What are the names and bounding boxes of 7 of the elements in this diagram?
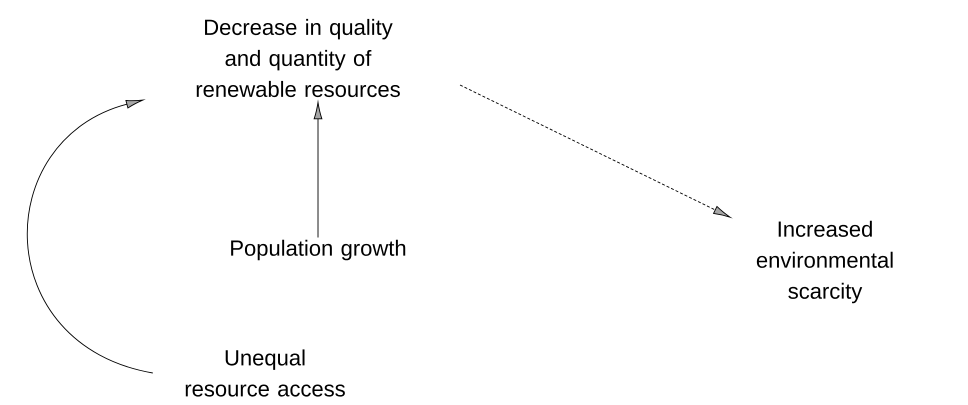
text-label: Increased environmental scarcity xyxy=(756,220,893,304)
arrow xyxy=(460,84,731,218)
arrow xyxy=(314,102,322,238)
text-label: Unequal resource access xyxy=(186,349,345,397)
text-label: Decrease in quality and quantity of renewable resources xyxy=(196,18,400,98)
text-label: Population growth xyxy=(231,240,406,260)
arrow xyxy=(27,100,154,374)
